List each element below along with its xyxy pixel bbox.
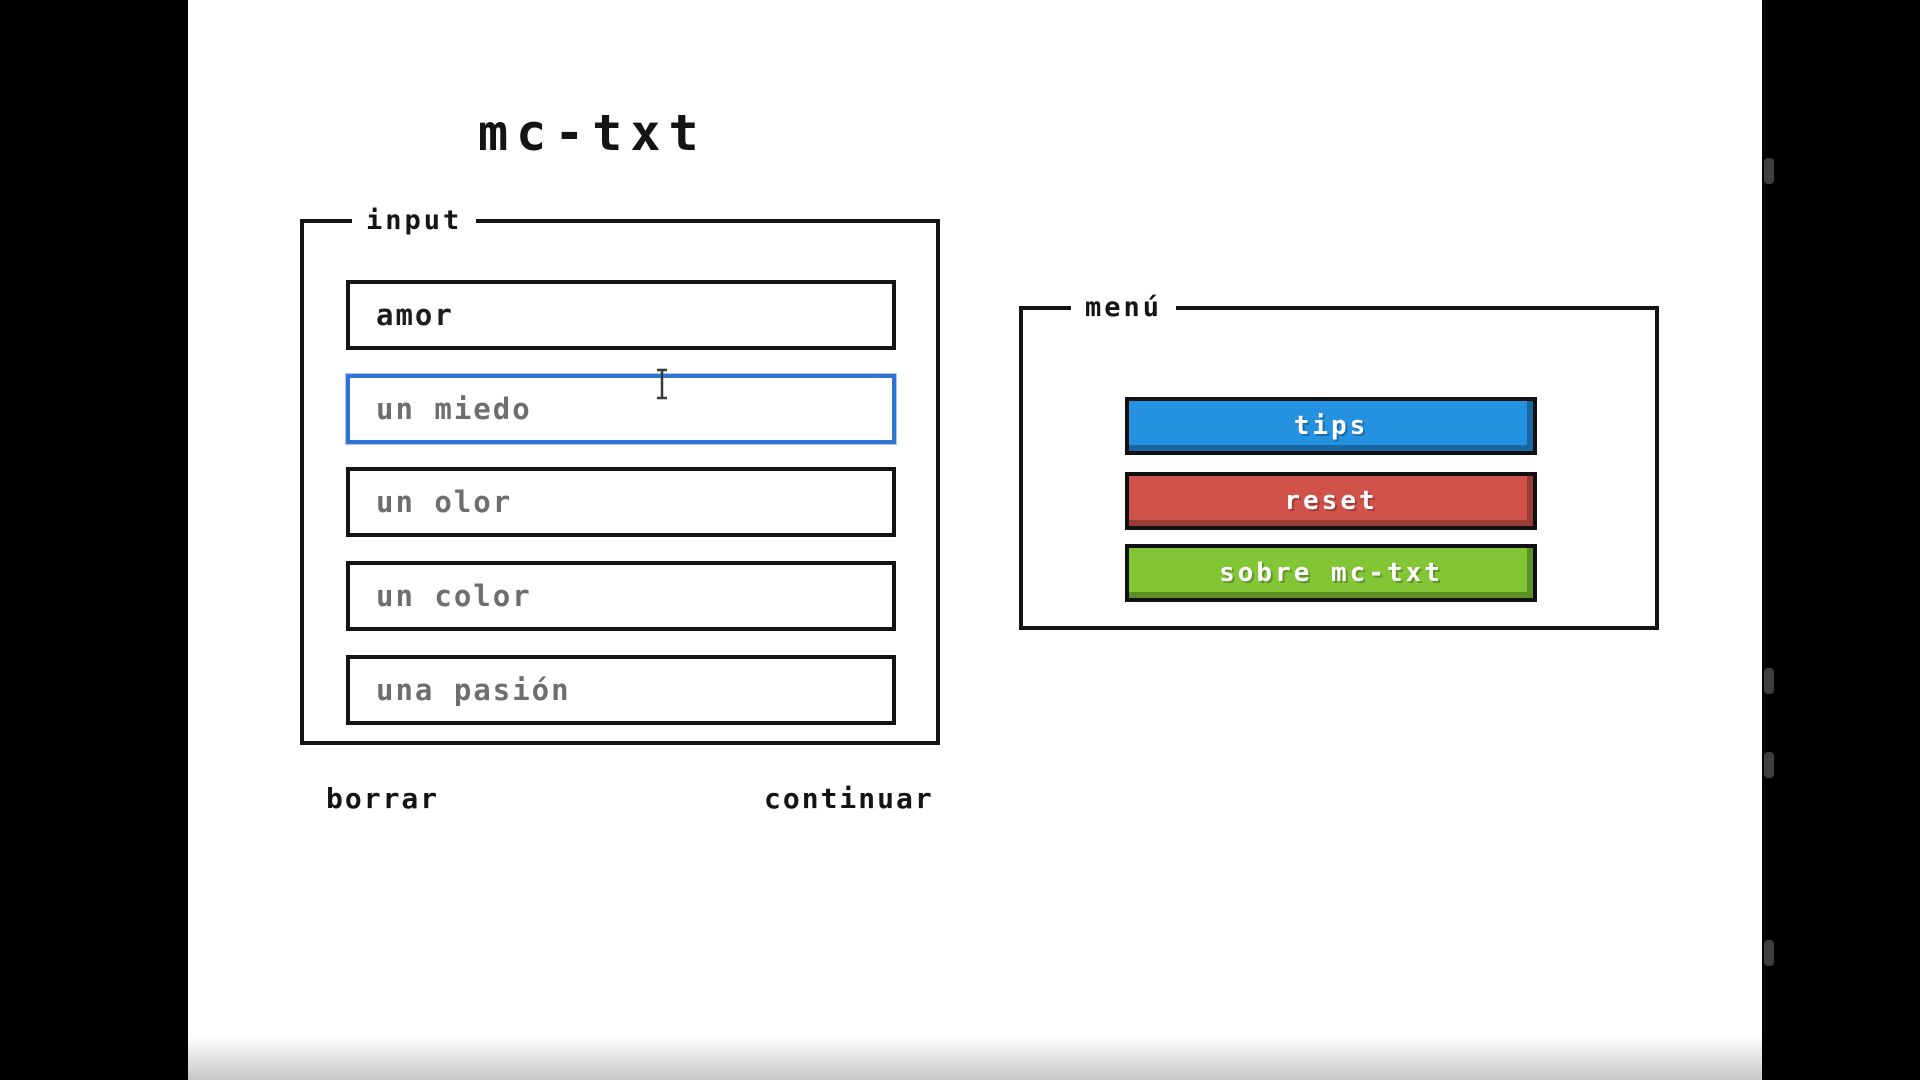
app-background [188,0,1762,1080]
input-color[interactable] [346,561,896,631]
input-panel: input [300,205,940,745]
page-title: mc-txt [478,104,707,162]
scrollbar-artifact [1764,752,1774,778]
input-olor[interactable] [346,467,896,537]
scrollbar-artifact [1764,158,1774,184]
tips-button[interactable]: tips [1125,397,1537,455]
sobre-mc-txt-button[interactable]: sobre mc-txt [1125,544,1537,602]
input-miedo[interactable] [346,374,896,444]
borrar-button[interactable]: borrar [326,782,440,815]
reset-button[interactable]: reset [1125,472,1537,530]
input-panel-legend: input [366,205,463,236]
input-amor[interactable] [346,280,896,350]
scrollbar-artifact [1764,668,1774,694]
text-cursor-icon [654,368,670,404]
letterbox-left [0,0,188,1080]
menu-panel-legend: menú [1085,292,1163,323]
menu-panel: menú tips reset sobre mc-txt [1019,292,1659,630]
input-pasion[interactable] [346,655,896,725]
continuar-button[interactable]: continuar [764,782,934,815]
scrollbar-artifact [1764,940,1774,966]
letterbox-right [1762,0,1920,1080]
